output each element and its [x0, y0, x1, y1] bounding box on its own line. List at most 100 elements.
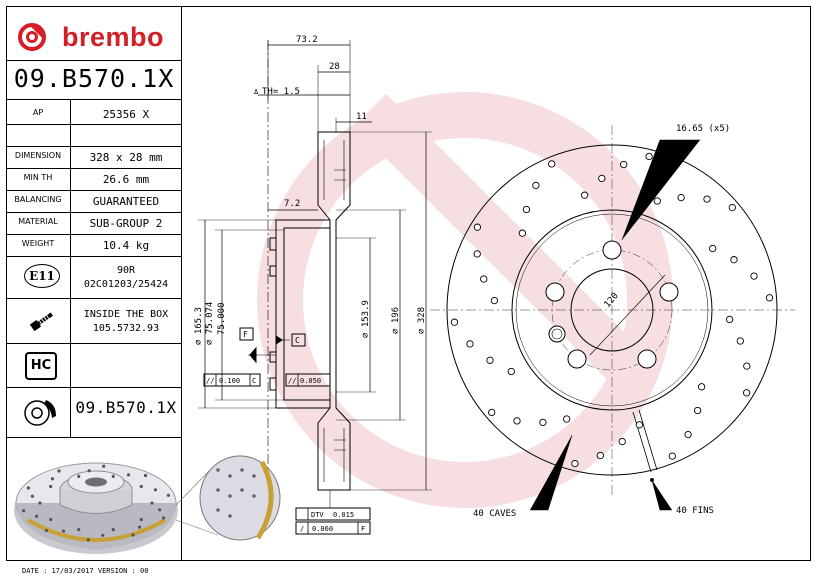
drill-hole [730, 256, 738, 264]
drill-hole [709, 244, 717, 253]
drill-hole [480, 275, 488, 283]
hc-badge: HC [25, 352, 57, 380]
drill-hole [598, 174, 606, 183]
disc-render [14, 455, 281, 554]
dimension-labels: 73.2 28 Δ TH= 1.5 11 7.2 ⌀ 165.3 ⌀ 75.07… [194, 35, 427, 533]
spec-key: MATERIAL [18, 217, 58, 226]
dtv-label: DTV [311, 511, 324, 519]
render-dot [153, 488, 157, 492]
brand-logo: brembo [16, 20, 164, 54]
disc-pad-icon [24, 400, 56, 426]
drill-hole [518, 229, 527, 237]
zoom-dot [252, 474, 256, 478]
fins-label: 40 FINS [676, 506, 714, 516]
drill-hole [765, 294, 774, 302]
runout-ref: F [361, 525, 365, 533]
render-dot [86, 538, 90, 542]
divider [6, 234, 182, 235]
drill-hole [488, 408, 496, 417]
zoom-dot [228, 514, 232, 518]
divider [6, 99, 182, 100]
drill-hole [490, 296, 499, 305]
drill-hole [736, 337, 744, 345]
drawing-sheet [6, 6, 811, 561]
drill-hole [677, 193, 685, 202]
zoom-dot [240, 488, 244, 492]
caves-label: 40 CAVES [473, 509, 516, 519]
drill-hole [668, 452, 676, 460]
spec-value: GUARANTEED [92, 195, 160, 208]
zoom-dot [228, 474, 232, 478]
drill-hole [725, 315, 734, 324]
render-dot [61, 529, 66, 533]
divider [6, 190, 182, 191]
drill-hole [513, 417, 521, 425]
th-marker: Δ [254, 88, 259, 96]
drill-hole [620, 160, 628, 169]
drill-hole [750, 272, 758, 280]
zoom-dot [240, 468, 244, 472]
spec-key: AP [32, 108, 44, 117]
drill-hole [645, 152, 653, 161]
render-dot [30, 494, 34, 498]
spec-value: 25356 X [102, 108, 150, 121]
drill-hole [618, 437, 626, 446]
render-dot [139, 484, 143, 489]
spec-value: SUB-GROUP 2 [89, 217, 163, 230]
dim-153: ⌀ 153.9 [361, 300, 371, 338]
drill-hole [703, 195, 711, 203]
brembo-logo-icon [18, 23, 46, 51]
divider [6, 60, 182, 61]
render-dot [57, 469, 61, 473]
inside-box-line-1: INSIDE THE BOX [83, 309, 169, 320]
zoom-dot [228, 494, 232, 498]
render-dot [126, 473, 131, 477]
holes-label: 16.65 (x5) [676, 124, 730, 134]
zoom-dot [216, 488, 220, 492]
column-divider [70, 256, 71, 437]
runout-value: 0.060 [312, 525, 333, 533]
part-code: 09.B570.1X [13, 64, 175, 93]
divider [6, 387, 182, 388]
drill-hole [684, 430, 692, 439]
zoom-dot [216, 468, 220, 472]
divider [6, 212, 182, 213]
dim-th: TH= 1.5 [262, 87, 300, 97]
drill-hole [693, 406, 702, 415]
dim-75-074: ⌀ 75.074 [205, 302, 215, 345]
render-dot [166, 493, 170, 497]
drill-hole [473, 223, 482, 231]
drill-hole [635, 421, 644, 429]
render-dot [49, 517, 53, 522]
drill-hole [563, 415, 571, 423]
front-view [430, 125, 795, 511]
divider [6, 146, 182, 147]
footer-date: DATE : 17/03/2017 VERSION : 00 [22, 567, 149, 575]
render-dot [150, 501, 154, 505]
dim-196: ⌀ 196 [391, 307, 401, 334]
approval-text: 90R 02C01203/25424 [70, 264, 182, 292]
drill-hole [466, 340, 474, 348]
drill-hole [653, 197, 661, 205]
render-dot [158, 508, 162, 512]
drill-holes [450, 152, 774, 468]
spec-panel [6, 6, 182, 561]
drill-hole [532, 181, 540, 190]
dim-328: ⌀ 328 [417, 307, 427, 334]
dim-thickness: 28 [329, 62, 340, 72]
render-dot [26, 486, 30, 490]
approval-line-2: 02C01203/25424 [83, 279, 169, 290]
render-dot [102, 464, 106, 468]
dim-165: ⌀ 165.3 [194, 307, 204, 345]
render-dot [77, 474, 81, 478]
tol2-value: 0.050 [300, 377, 321, 385]
render-dot [137, 525, 142, 529]
render-dot [35, 514, 39, 518]
dim-top-width: 73.2 [296, 35, 318, 45]
render-dot [87, 469, 91, 473]
e11-badge: E11 [24, 264, 60, 288]
render-dot [22, 509, 26, 513]
render-dot [38, 501, 42, 505]
inside-box-line-2: 105.5732.93 [92, 323, 160, 334]
